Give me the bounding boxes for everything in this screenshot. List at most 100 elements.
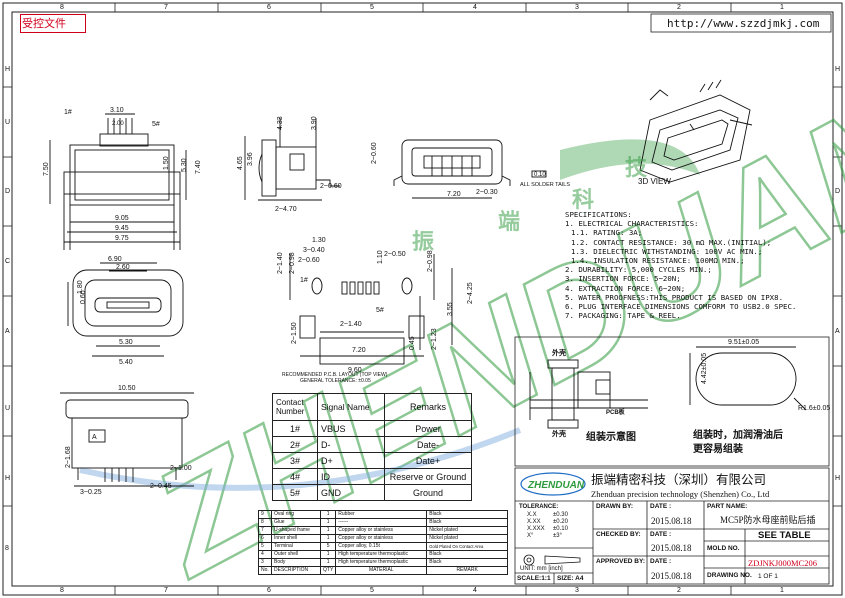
assembly-note-2: 更容易组装: [693, 444, 743, 455]
controlled-document-stamp: 受控文件: [22, 17, 66, 30]
svg-text:3.90: 3.90: [311, 116, 318, 130]
bom-remark: Black: [426, 518, 508, 527]
top-dim-3-10: 3.10: [110, 107, 124, 114]
tolerance-list: X.X ±0.30 X.XX ±0.20 X.XXX ±0.10 X° ±3°: [527, 512, 568, 540]
bom-header-row: No. DESCRIPTION QTY MATERIAL REMARK: [258, 566, 508, 575]
mold-no-label: MOLD NO.: [707, 545, 740, 552]
svg-text:5#: 5#: [152, 121, 160, 128]
svg-text:4.33: 4.33: [277, 116, 284, 130]
pin-remark: Reserve or Ground: [384, 468, 472, 485]
bom-material: Copper alloy, 0.15t: [335, 542, 428, 551]
assembly-note-1: 组装时，加润滑油后: [693, 430, 783, 441]
approved-by-label: APPROVED BY:: [596, 558, 645, 565]
pin-remark: Power: [384, 420, 472, 437]
tol-value: ±0.20: [553, 519, 568, 525]
svg-text:9.75: 9.75: [115, 235, 129, 242]
svg-text:2~0.45: 2~0.45: [150, 483, 172, 490]
spec-line: 1. ELECTRICAL CHARACTERISTICS:: [565, 219, 699, 229]
svg-text:9.45: 9.45: [115, 225, 129, 232]
watermark-cn-1: 振: [412, 230, 435, 255]
zone-col-4-bottom: 4: [473, 587, 477, 594]
pin-contact: 4#: [272, 468, 318, 485]
svg-text:2~1.40: 2~1.40: [277, 252, 284, 274]
zone-row-h2-right: H: [835, 475, 841, 482]
svg-text:5.30: 5.30: [119, 339, 133, 346]
table-row: 1# VBUS Power: [272, 420, 472, 437]
table-row: 8 Glue 1 ------ Black: [258, 518, 508, 527]
tol-value: ±0.30: [553, 512, 568, 518]
svg-text:1.30: 1.30: [312, 237, 326, 244]
spec-line: SPECIFICATIONS:: [565, 210, 632, 219]
svg-text:2~1.68: 2~1.68: [65, 446, 72, 468]
svg-text:3~0.25: 3~0.25: [80, 489, 102, 496]
zone-col-4: 4: [473, 4, 477, 11]
pin-contact: 3#: [272, 452, 318, 469]
zone-col-7: 7: [164, 4, 168, 11]
svg-text:0.10: 0.10: [534, 172, 546, 178]
svg-text:2~0.60: 2~0.60: [298, 257, 320, 264]
bom-header-qty: QTY: [319, 566, 337, 575]
zone-col-1: 1: [780, 4, 784, 11]
zone-row-h-right: H: [835, 66, 841, 73]
zone-col-2-bottom: 2: [677, 587, 681, 594]
3d-view: [639, 79, 753, 183]
zone-col-6-bottom: 6: [267, 587, 271, 594]
svg-text:1.10: 1.10: [377, 250, 384, 264]
tol-format: X.XX: [527, 519, 541, 525]
checked-by-label: CHECKED BY:: [596, 531, 641, 538]
pin-table: Contact Number Signal Name Remarks 1# VB…: [272, 393, 472, 501]
svg-text:3D VIEW: 3D VIEW: [638, 177, 671, 186]
pin-table-header: Contact Number Signal Name Remarks: [272, 393, 472, 421]
specifications-block: SPECIFICATIONS: 1. ELECTRICAL CHARACTERI…: [565, 210, 796, 320]
part-name-value: MC5P防水母座前贴后插: [720, 515, 816, 525]
bom-description: Glue: [271, 518, 321, 527]
svg-text:1.50: 1.50: [163, 156, 170, 170]
zone-col-1-bottom: 1: [780, 587, 784, 594]
pin-signal: ID: [317, 468, 385, 485]
svg-text:2~1.23: 2~1.23: [431, 328, 438, 350]
bom-remark: Gold Plated On Contact Area: [426, 542, 508, 551]
svg-text:2~0.50: 2~0.50: [384, 251, 406, 258]
tol-value: ±0.10: [553, 526, 568, 532]
bom-no: 9: [258, 510, 272, 519]
bom-no: 3: [258, 558, 272, 567]
zone-col-5: 5: [370, 4, 374, 11]
zone-row-a-right: A: [835, 328, 840, 335]
assembly-pcb-label: PCB板: [606, 410, 625, 416]
bom-material: Copper alloy or stainless: [335, 526, 428, 535]
date-value: 2015.08.18: [651, 571, 692, 581]
svg-text:7.50: 7.50: [43, 162, 50, 176]
zone-row-h: H: [5, 66, 11, 73]
svg-text:9.05: 9.05: [115, 215, 129, 222]
spec-line: 1.2. CONTACT RESISTANCE: 30 mΩ MAX.(INIT…: [571, 237, 772, 247]
table-row: 3# D+ Date+: [272, 452, 472, 469]
date-label: DATE :: [650, 558, 672, 565]
bom-material: High temperature thermoplastic: [335, 558, 428, 567]
svg-text:7.40: 7.40: [195, 160, 202, 174]
unit-label: UNIT: mm [inch]: [520, 566, 563, 572]
zone-row-c: C: [5, 258, 11, 265]
bom-description: Outer shell: [271, 550, 321, 559]
bom-no: 6: [258, 534, 272, 543]
svg-text:2~0.60: 2~0.60: [371, 142, 378, 164]
bom-description: Oval ring: [271, 510, 321, 519]
pin-contact: 1#: [272, 420, 318, 437]
svg-text:1.80: 1.80: [77, 280, 84, 294]
bom-no: 7: [258, 526, 272, 535]
spec-line: 1.4. INSULATION RESISTANCE: 100MΩ MIN.;: [571, 256, 745, 266]
part-name-label: PART NAME:: [707, 503, 748, 510]
bom-qty: 1: [319, 558, 337, 567]
bom-header-remark: REMARK: [426, 566, 508, 575]
bom-header-description: DESCRIPTION: [271, 566, 321, 575]
zone-col-8-bottom: 8: [60, 587, 64, 594]
header-remarks: Remarks: [384, 393, 472, 421]
svg-text:2.60: 2.60: [116, 264, 130, 271]
svg-text:GENERAL TOLERANCE: ±0.05: GENERAL TOLERANCE: ±0.05: [300, 378, 371, 384]
website-url: http://www.szzdjmkj.com: [667, 17, 820, 30]
svg-text:4.65: 4.65: [237, 156, 244, 170]
end-view: [67, 262, 184, 357]
zone-col-8: 8: [60, 4, 64, 11]
svg-text:2~0.30: 2~0.30: [476, 189, 498, 196]
svg-text:2~1.50: 2~1.50: [291, 322, 298, 344]
bom-description: Body: [271, 558, 321, 567]
